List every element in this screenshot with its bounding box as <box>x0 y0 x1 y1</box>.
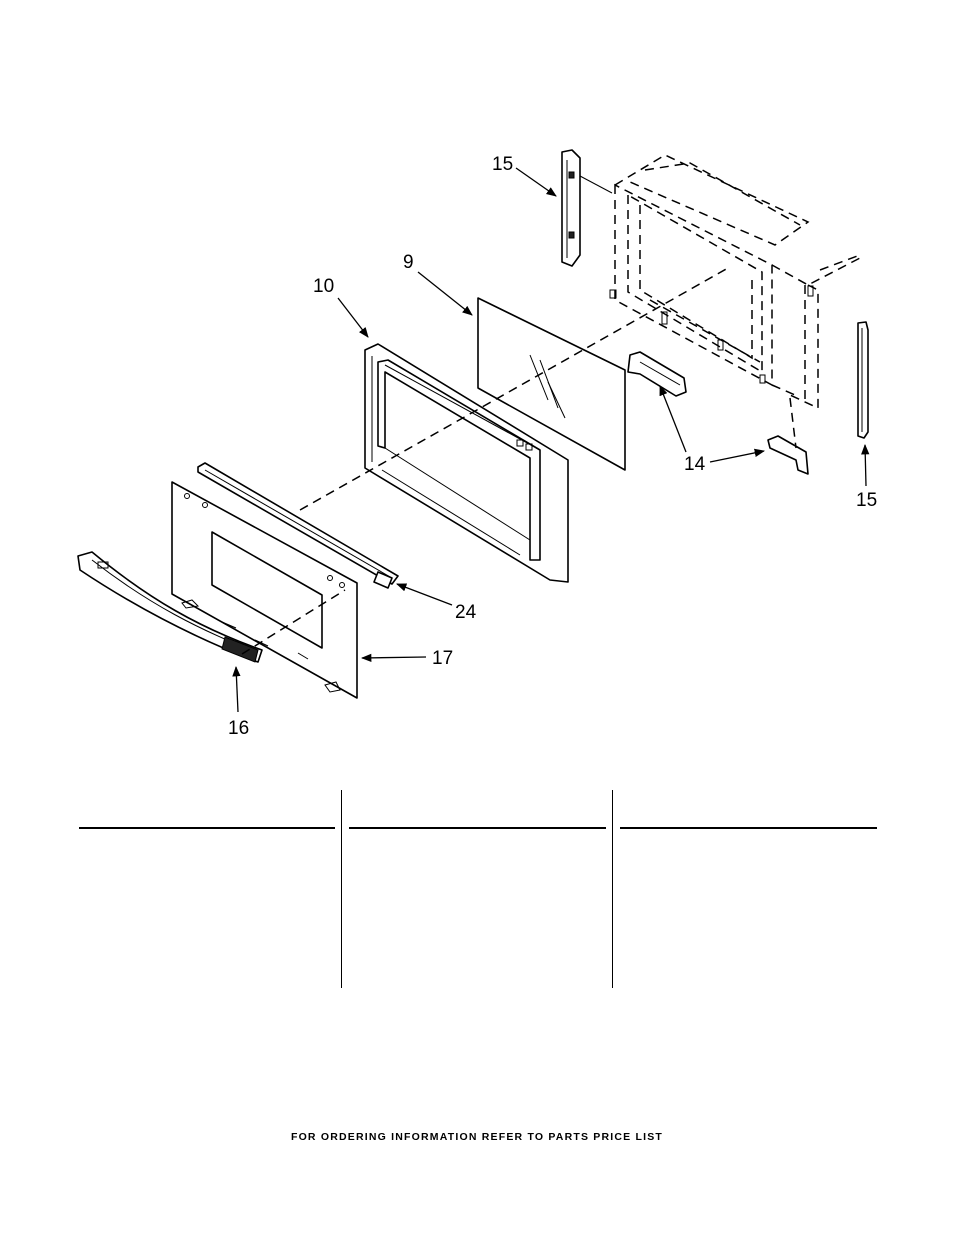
svg-text:16: 16 <box>228 718 249 739</box>
table-header-rule-3 <box>620 827 877 829</box>
part-17-outer-glass <box>171 481 358 699</box>
table-divider-left <box>341 790 342 988</box>
svg-text:17: 17 <box>432 648 453 669</box>
oven-cavity-phantom <box>609 154 861 410</box>
callout-24: 24 <box>396 583 477 623</box>
callout-17: 17 <box>360 648 453 669</box>
parts-table <box>0 790 954 990</box>
callout-15-top: 15 <box>492 154 557 197</box>
part-24-trim-strip <box>197 462 399 589</box>
part-10-door-frame <box>364 343 569 583</box>
part-16-handle <box>77 551 263 663</box>
part-15-right-channel <box>857 321 869 439</box>
table-header-rule-1 <box>79 827 335 829</box>
svg-text:24: 24 <box>455 602 477 623</box>
svg-text:10: 10 <box>313 276 334 297</box>
table-header-rule-2 <box>349 827 606 829</box>
table-divider-right <box>612 790 613 988</box>
callout-10: 10 <box>313 276 369 338</box>
part-14-bracket-upper <box>627 351 687 397</box>
ordering-info-footer: FOR ORDERING INFORMATION REFER TO PARTS … <box>290 1131 664 1143</box>
callout-14: 14 <box>659 385 766 475</box>
assembly-centerlines <box>241 267 797 655</box>
svg-text:9: 9 <box>403 252 414 273</box>
svg-text:15: 15 <box>492 154 513 175</box>
part-9-glass-panel <box>477 297 626 471</box>
svg-text:14: 14 <box>684 454 706 475</box>
callout-9: 9 <box>403 252 473 316</box>
callout-16: 16 <box>228 665 249 739</box>
svg-text:15: 15 <box>856 490 877 511</box>
oven-door-exploded-diagram: 15 9 10 14 15 24 17 16 <box>77 149 877 739</box>
part-14-bracket-lower <box>767 435 809 475</box>
callout-15-right: 15 <box>856 443 877 511</box>
part-15-top-channel <box>561 149 613 267</box>
